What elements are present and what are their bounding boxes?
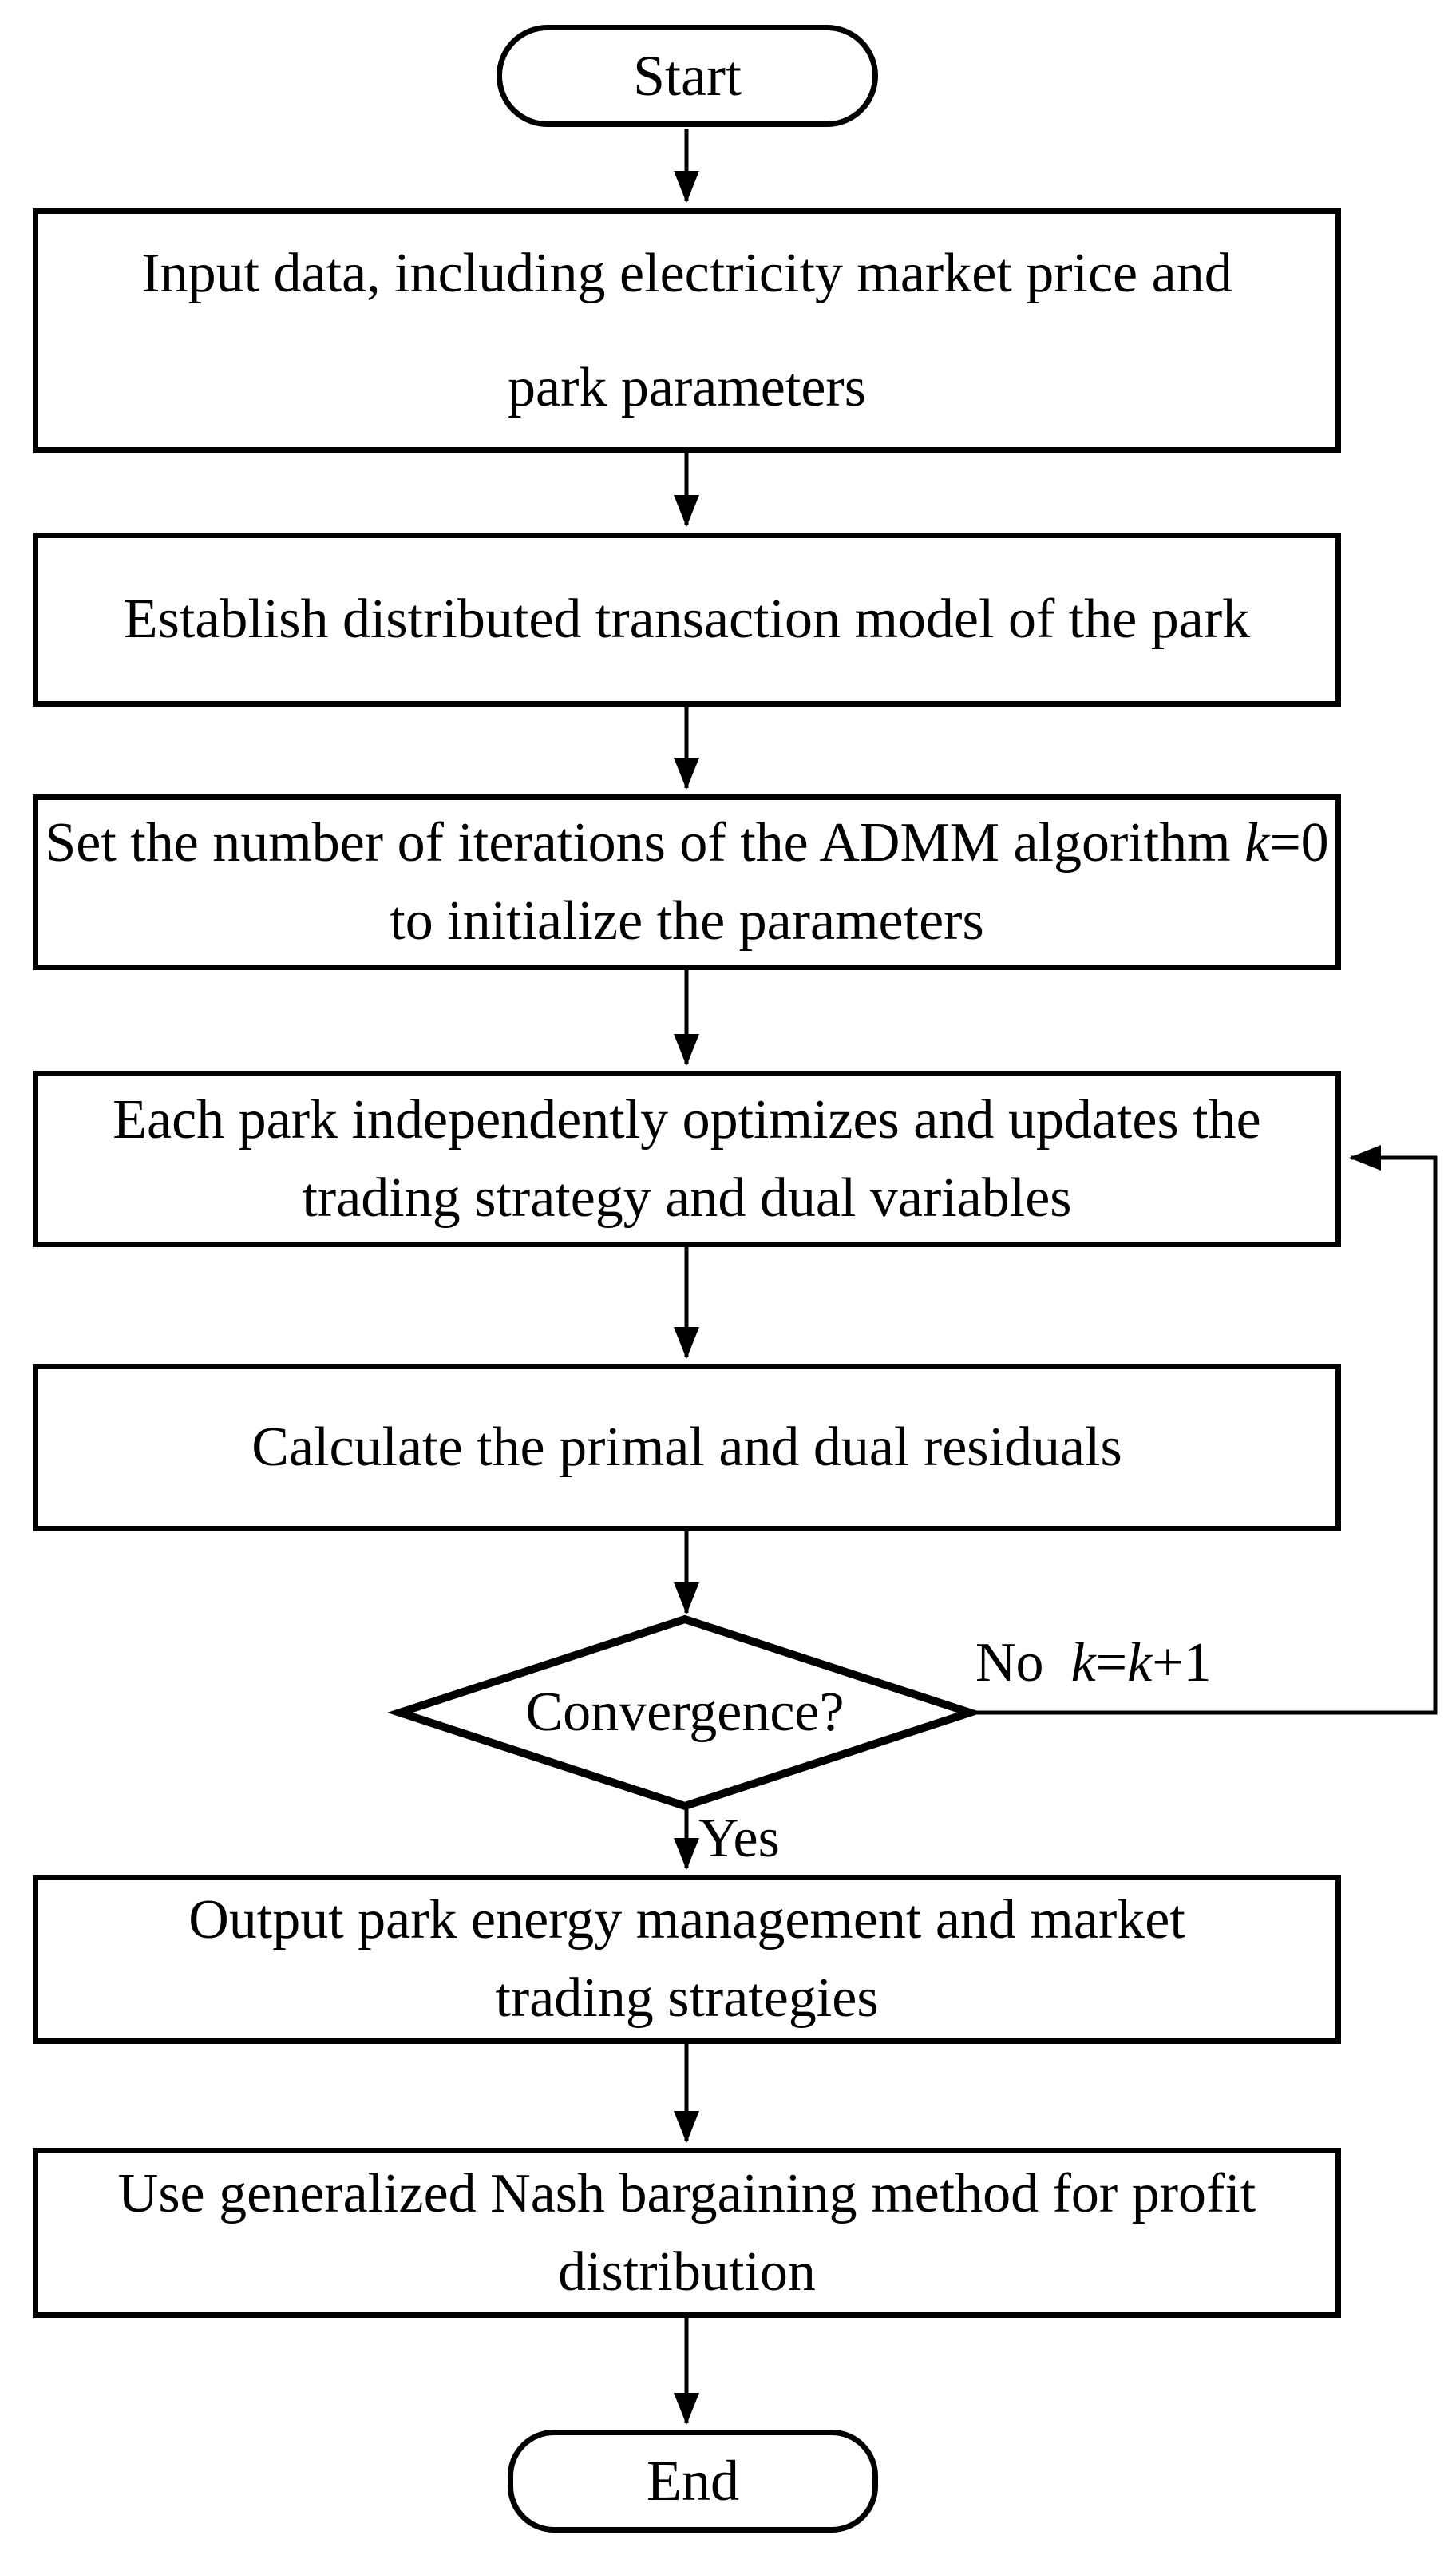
node-nash-bargaining-line2: distribution — [558, 2240, 816, 2303]
node-nash-bargaining: Use generalized Nash bargaining method f… — [33, 2148, 1341, 2318]
node-input-data: Input data, including electricity market… — [33, 208, 1341, 453]
set-iterations-eq-zero: =0 — [1269, 812, 1329, 873]
label-k2-var: k — [1127, 1632, 1153, 1693]
label-k1-var: k — [1070, 1632, 1096, 1693]
node-establish-model-line1: Establish distributed transaction model … — [123, 588, 1251, 650]
node-establish-model: Establish distributed transaction model … — [33, 533, 1341, 707]
node-convergence-decision: Convergence? — [406, 1673, 964, 1753]
label-yes-text: Yes — [698, 1808, 780, 1869]
node-optimize-update: Each park independently optimizes and up… — [33, 1071, 1341, 1247]
node-end-label: End — [647, 2449, 739, 2513]
node-set-iterations-line1: Set the number of iterations of the ADMM… — [45, 804, 1328, 882]
node-set-iterations: Set the number of iterations of the ADMM… — [33, 794, 1341, 970]
node-calc-residuals: Calculate the primal and dual residuals — [33, 1364, 1341, 1531]
node-start-label: Start — [633, 43, 742, 108]
node-optimize-update-line2: trading strategy and dual variables — [302, 1167, 1072, 1229]
node-output-strategies: Output park energy management and market… — [33, 1875, 1341, 2044]
decision-diamond-shape — [386, 1614, 983, 1811]
node-convergence-decision-label: Convergence? — [525, 1682, 845, 1743]
node-output-strategies-line2: trading strategies — [495, 1967, 879, 2029]
set-iterations-k-var: k — [1244, 812, 1270, 873]
label-plus-one: +1 — [1152, 1632, 1212, 1693]
node-start: Start — [497, 25, 878, 127]
node-set-iterations-line2: to initialize the parameters — [390, 890, 984, 952]
node-output-strategies-line1: Output park energy management and market — [188, 1889, 1185, 1951]
label-yes: Yes — [698, 1811, 780, 1867]
node-optimize-update-line1: Each park independently optimizes and up… — [113, 1088, 1261, 1151]
node-nash-bargaining-line1: Use generalized Nash bargaining method f… — [117, 2162, 1256, 2224]
node-input-data-line2: park parameters — [508, 357, 866, 418]
node-input-data-line1: Input data, including electricity market… — [141, 242, 1232, 304]
node-calc-residuals-line1: Calculate the primal and dual residuals — [251, 1416, 1122, 1478]
set-iterations-text: Set the number of iterations of the ADMM… — [45, 812, 1245, 873]
edge-decision-no-loop — [970, 1145, 1438, 1715]
label-no: No — [975, 1632, 1044, 1693]
label-eq: = — [1095, 1632, 1128, 1693]
node-end: End — [508, 2430, 878, 2533]
